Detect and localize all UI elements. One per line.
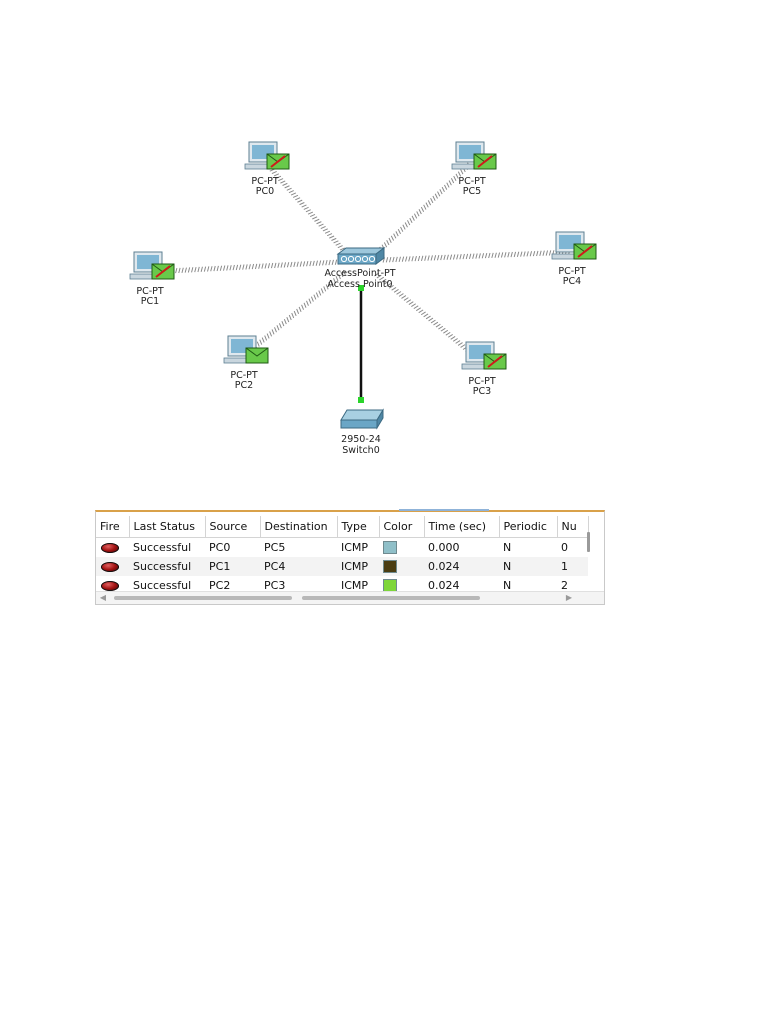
- horizontal-scrollbar[interactable]: ◀ ▶: [96, 591, 604, 604]
- failure-mark-icon: [487, 355, 503, 368]
- fire-button[interactable]: [101, 581, 119, 591]
- pdu-row[interactable]: Successful PC1 PC4 ICMP 0.024 N 1: [96, 557, 588, 576]
- time-cell: 0.024: [424, 557, 499, 576]
- envelope-icon: [483, 353, 507, 370]
- destination-cell: PC4: [260, 557, 337, 576]
- fire-cell: [96, 576, 129, 595]
- last-status-cell: Successful: [133, 541, 192, 554]
- fire-button[interactable]: [101, 543, 119, 553]
- wireless-link: [152, 259, 341, 275]
- device-model-label: 2950-24: [341, 434, 381, 445]
- device-model-label: PC-PT: [458, 176, 486, 187]
- source-cell: PC2: [209, 579, 231, 592]
- device-name-label: PC4: [563, 276, 581, 287]
- column-header-source[interactable]: Source: [205, 516, 261, 538]
- column-header-last-status[interactable]: Last Status: [129, 516, 206, 538]
- device-name-label: Switch0: [342, 445, 379, 456]
- source-cell: PC0: [209, 541, 231, 554]
- device-model-label: PC-PT: [136, 286, 164, 297]
- periodic-cell: N: [499, 557, 557, 576]
- network-topology-diagram: PC-PTPC0PC-PTPC5PC-PTPC1PC-PTPC4PC-PTPC2…: [129, 141, 597, 456]
- envelope-icon: [245, 347, 269, 364]
- device-model-label: PC-PT: [230, 370, 258, 381]
- device-name-label: PC1: [141, 296, 159, 307]
- color-cell: [379, 538, 424, 558]
- last-status-cell: Successful: [133, 579, 192, 592]
- pdu-list-panel: Fire Last Status Source Destination Type…: [95, 509, 605, 605]
- fire-cell: [96, 557, 129, 576]
- links-layer: [152, 162, 571, 403]
- failure-mark-icon: [577, 245, 593, 258]
- column-header-time[interactable]: Time (sec): [424, 516, 500, 538]
- scroll-left-arrow-icon[interactable]: ◀: [99, 593, 107, 602]
- pdu-table-header: Fire Last Status Source Destination Type…: [96, 516, 589, 538]
- pdu-table: Fire Last Status Source Destination Type…: [96, 516, 589, 595]
- device-model-label: PC-PT: [251, 176, 279, 187]
- switch-icon: [340, 409, 384, 421]
- failure-mark-icon: [270, 155, 286, 168]
- column-header-fire[interactable]: Fire: [96, 516, 130, 538]
- envelope-icon: [266, 153, 290, 170]
- column-header-type[interactable]: Type: [337, 516, 380, 538]
- device-name-label: PC5: [463, 186, 481, 197]
- column-header-periodic[interactable]: Periodic: [499, 516, 558, 538]
- color-cell: [379, 557, 424, 576]
- num-cell: 1: [557, 557, 588, 576]
- scrollbar-thumb[interactable]: [114, 596, 292, 600]
- column-header-color[interactable]: Color: [379, 516, 425, 538]
- type-cell: ICMP: [337, 557, 379, 576]
- device-model-label: PC-PT: [468, 376, 496, 387]
- link-light: [358, 285, 364, 291]
- num-cell: 0: [561, 541, 568, 554]
- color-swatch: [383, 541, 397, 555]
- time-cell: 0.024: [428, 579, 460, 592]
- device-name-label: PC0: [256, 186, 274, 197]
- time-cell: 0.000: [428, 541, 460, 554]
- type-cell: ICMP: [341, 579, 369, 592]
- device-model-label: PC-PT: [558, 266, 586, 277]
- nodes-layer: PC-PTPC0PC-PTPC5PC-PTPC1PC-PTPC4PC-PTPC2…: [129, 141, 597, 456]
- fire-button[interactable]: [101, 562, 119, 572]
- periodic-cell: N: [503, 541, 512, 554]
- num-cell: 2: [561, 579, 568, 592]
- device-name-label: Access Point0: [327, 279, 392, 290]
- scroll-right-arrow-icon[interactable]: ▶: [565, 593, 573, 602]
- type-cell: ICMP: [341, 541, 369, 554]
- envelope-icon: [151, 263, 175, 280]
- column-header-destination[interactable]: Destination: [260, 516, 338, 538]
- column-header-num[interactable]: Nu: [557, 516, 589, 538]
- device-name-label: PC3: [473, 386, 491, 397]
- scrollbar-thumb[interactable]: [302, 596, 480, 600]
- fire-cell: [96, 538, 129, 558]
- failure-mark-icon: [477, 155, 493, 168]
- failure-mark-icon: [155, 265, 171, 278]
- color-swatch: [383, 560, 397, 574]
- device-name-label: PC2: [235, 380, 253, 391]
- vertical-scrollbar[interactable]: [587, 532, 590, 552]
- pdu-row[interactable]: Successful PC0 PC5 ICMP 0.000 N 0: [96, 538, 588, 558]
- panel-tab-indicator: [399, 509, 489, 511]
- wireless-link: [382, 249, 571, 263]
- source-cell: PC1: [205, 557, 260, 576]
- pdu-row[interactable]: Successful PC2 PC3 ICMP 0.024 N 2: [96, 576, 588, 595]
- envelope-icon: [473, 153, 497, 170]
- envelope-icon: [573, 243, 597, 260]
- link-light: [358, 397, 364, 403]
- wireless-link: [376, 162, 471, 255]
- destination-cell: PC5: [264, 541, 286, 554]
- last-status-cell: Successful: [129, 557, 205, 576]
- device-model-label: AccessPoint-PT: [324, 268, 395, 279]
- destination-cell: PC3: [264, 579, 286, 592]
- periodic-cell: N: [503, 579, 512, 592]
